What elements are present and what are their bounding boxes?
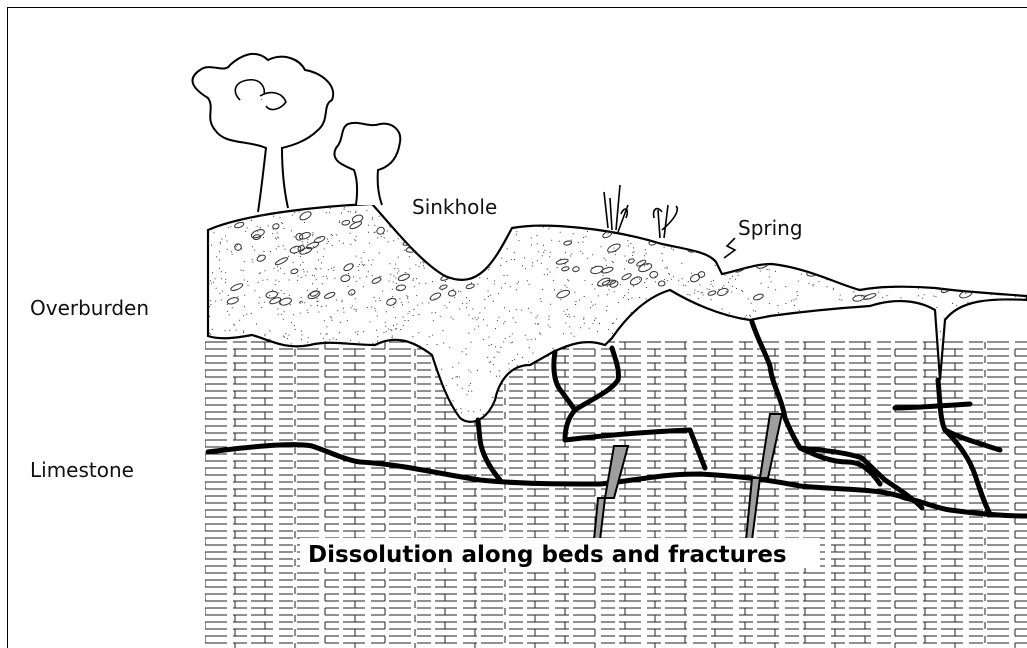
pebble [506, 209, 520, 216]
pebble [402, 224, 413, 231]
pebble [876, 254, 886, 262]
pebble [693, 208, 705, 216]
pebble [957, 224, 971, 235]
pebble [949, 224, 959, 233]
grass-icon [604, 185, 677, 238]
pebble [430, 238, 442, 245]
pebble [691, 231, 704, 239]
pebble [857, 263, 869, 270]
pebble [811, 253, 825, 263]
pebble [449, 225, 462, 232]
pebble [922, 222, 933, 231]
pebble [964, 222, 975, 231]
caption-text: Dissolution along beds and fractures [308, 542, 787, 568]
pebble [860, 236, 871, 244]
pebble [926, 235, 933, 240]
label-limestone: Limestone [30, 458, 134, 482]
pebble [958, 209, 968, 218]
pebble [433, 220, 448, 231]
pebble [943, 236, 956, 245]
pebble [827, 214, 841, 224]
pebble [869, 224, 879, 233]
pebble [818, 216, 828, 223]
pebble [804, 238, 818, 249]
pebble [680, 227, 694, 238]
pebble [954, 254, 967, 262]
pebble [922, 242, 931, 250]
pebble [998, 268, 1010, 277]
pebble [516, 220, 525, 226]
label-spring: Spring [738, 216, 803, 240]
label-overburden: Overburden [30, 296, 149, 320]
tree-icon [334, 123, 400, 205]
pebble [876, 228, 889, 239]
pebble [494, 223, 503, 231]
pebble [862, 232, 871, 239]
pebble [559, 211, 571, 218]
pebble [892, 237, 901, 246]
pebble [929, 262, 944, 271]
spring-outflow-icon [724, 238, 735, 258]
pebble [724, 236, 732, 241]
pebble [875, 257, 886, 265]
pebble [608, 213, 618, 222]
pebble [470, 249, 481, 257]
pebble [924, 250, 936, 257]
pebble [685, 227, 692, 233]
pebble [444, 226, 455, 235]
pebble [413, 218, 426, 228]
pebble [817, 221, 827, 229]
pebble [943, 264, 951, 271]
pebble [994, 208, 1008, 217]
tree-icon [192, 54, 333, 212]
pebble [934, 233, 946, 240]
label-sinkhole: Sinkhole [412, 195, 497, 219]
pebble [905, 277, 917, 286]
pebble [850, 251, 862, 258]
pebble [629, 224, 643, 233]
overburden-unit [208, 204, 1027, 422]
pebble [910, 244, 921, 253]
pebble [642, 219, 654, 228]
pebble [925, 263, 938, 273]
pebble [589, 212, 603, 223]
pebble [704, 247, 714, 253]
pebble [423, 244, 434, 253]
pebble [919, 268, 930, 278]
pebble [854, 237, 867, 243]
pebble [718, 237, 727, 246]
